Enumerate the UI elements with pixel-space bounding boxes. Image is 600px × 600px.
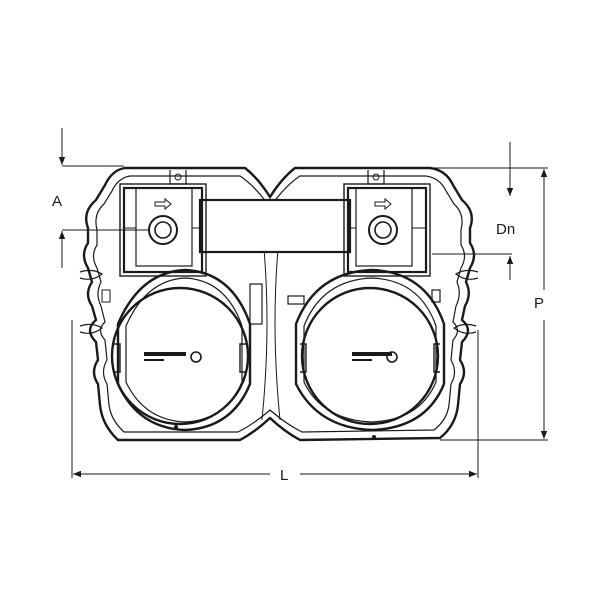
notch-left-lower [79,323,104,334]
dim-label-l: L [280,467,288,484]
inlet-box-right [343,183,431,277]
side-tab-left [101,289,111,303]
arrow-right-outline-icon [154,197,172,211]
tank-outline-inner [92,175,466,433]
inlet-box-right-inner [355,187,413,267]
tank-outline-outer [82,166,476,442]
tank-outline [79,166,479,442]
notch-left-upper [79,269,104,280]
manhole-left-handle-left [114,343,121,373]
manhole-left-badge [190,351,202,363]
notch-right-upper [454,269,479,280]
manhole-cover-left [110,268,252,432]
manhole-left-handle-right [239,343,246,373]
top-lug-left-hole [174,173,182,181]
center-seam-left [261,227,268,421]
manhole-right-rim-inner [303,277,437,423]
inlet-port-left-inner [154,221,172,239]
top-lug-right [367,170,385,185]
manhole-left-rim-outer [116,268,252,432]
inlet-port-right-inner [374,221,392,239]
dim-label-dn: Dn [496,221,515,238]
top-lug-right-hole [372,173,380,181]
inlet-port-right-outer [368,215,398,245]
inlet-box-left-inner [135,187,193,267]
manhole-left-brand-subline [144,359,164,361]
latch-right [287,295,305,305]
dim-label-a: A [52,193,62,210]
manhole-right-rim-outer [294,268,446,432]
manhole-right-lid [300,286,440,426]
manhole-left-lid [110,286,250,426]
side-tab-right [431,289,441,303]
top-lug-left [169,170,187,185]
dim-label-p: P [534,295,544,312]
inlet-box-right-frame [343,183,431,277]
manhole-cover-right [294,268,446,439]
manhole-right-brand-plate [352,352,392,356]
dimension-lines [58,128,548,478]
pipe-band-body [198,198,352,254]
latch-left [249,283,263,325]
pipe-band [198,198,352,254]
manhole-left-brand-plate [144,352,186,356]
arrow-right-outline-icon [374,197,392,211]
manhole-right-brand-subline [352,359,372,361]
notch-right-lower [452,323,477,334]
manhole-right-bolt [372,435,376,439]
inlet-port-left-outer [148,215,178,245]
center-seam-right [274,227,281,421]
manhole-right-handle-right [433,343,440,373]
manhole-right-handle-left [300,343,307,373]
manhole-right-badge [386,351,398,363]
manhole-left-bolt [174,425,178,429]
